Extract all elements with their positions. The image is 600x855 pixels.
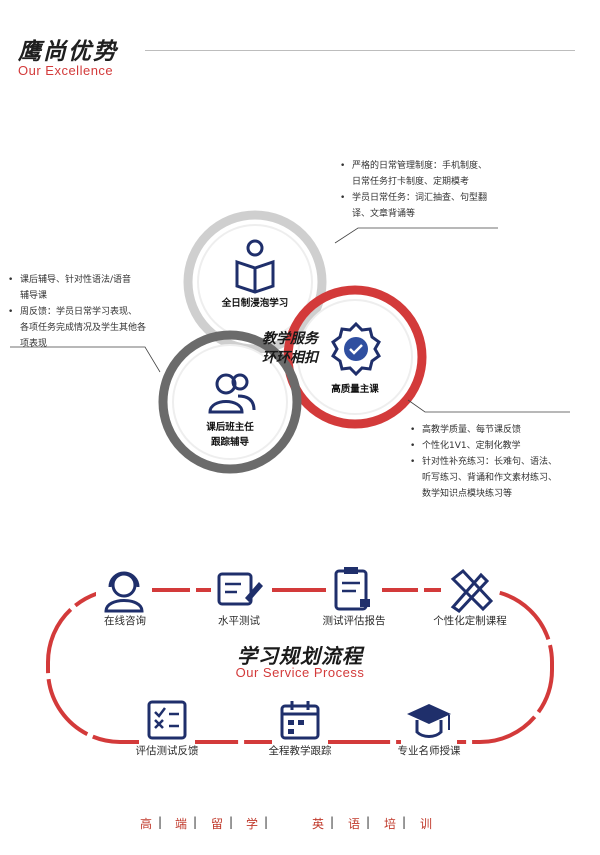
tutor-icon <box>208 373 256 414</box>
footer-char: 学 <box>246 817 259 831</box>
design-tools-icon <box>441 565 497 615</box>
graduation-cap-icon <box>401 698 457 744</box>
notes-left: 课后辅导、针对性语法/语音 辅导课 周反馈：学员日常学习表现、 各项任务完成情况… <box>8 272 198 352</box>
reading-icon <box>235 239 275 294</box>
footer-char: 高 <box>140 817 153 831</box>
step-expert-teaching: 专业名师授课 <box>397 745 461 757</box>
header-divider <box>145 50 575 51</box>
headset-icon <box>96 565 152 615</box>
quality-badge-icon <box>331 321 381 377</box>
label-quality: 高质量主课 <box>331 384 379 395</box>
step-online-consult: 在线咨询 <box>104 615 146 627</box>
notes-right: 高教学质量、每节课反馈 个性化1V1、定制化教学 针对性补充练习：长难句、语法、… <box>410 422 590 502</box>
notes-top: 严格的日常管理制度：手机制度、 日常任务打卡制度、定期模考 学员日常任务：词汇抽… <box>340 158 570 222</box>
footer-char: 端 <box>175 817 188 831</box>
step-custom-course: 个性化定制课程 <box>433 615 507 627</box>
step-level-test: 水平测试 <box>218 615 260 627</box>
page-subtitle: Our Excellence <box>18 63 114 78</box>
center-slogan: 教学服务 环环相扣 <box>262 331 318 366</box>
label-fulltime: 全日制浸泡学习 <box>221 298 289 309</box>
process-diagram <box>46 565 554 744</box>
process-subtitle: Our Service Process <box>235 665 365 680</box>
checklist-icon <box>139 698 195 744</box>
calendar-icon <box>272 698 328 744</box>
step-test-report: 测试评估报告 <box>322 615 386 627</box>
footer-char: 语 <box>348 817 361 831</box>
ring-left <box>158 330 302 474</box>
footer-char: 训 <box>420 817 433 831</box>
report-icon <box>326 565 382 615</box>
footer-char: 培 <box>384 817 397 831</box>
step-tracking: 全程教学跟踪 <box>268 745 332 757</box>
footer-char: 留 <box>211 817 224 831</box>
process-title: 学习规划流程 <box>237 644 363 668</box>
ring-right <box>283 285 427 429</box>
step-eval-feedback: 评估测试反馈 <box>135 745 199 757</box>
footer-char: 英 <box>312 817 325 831</box>
test-edit-icon <box>211 565 267 615</box>
leader-right <box>407 399 570 413</box>
label-tutor: 课后班主任 跟踪辅导 <box>206 422 254 448</box>
leader-top <box>334 227 498 244</box>
leader-left <box>10 346 161 373</box>
page-title: 鹰尚优势 <box>18 39 118 65</box>
